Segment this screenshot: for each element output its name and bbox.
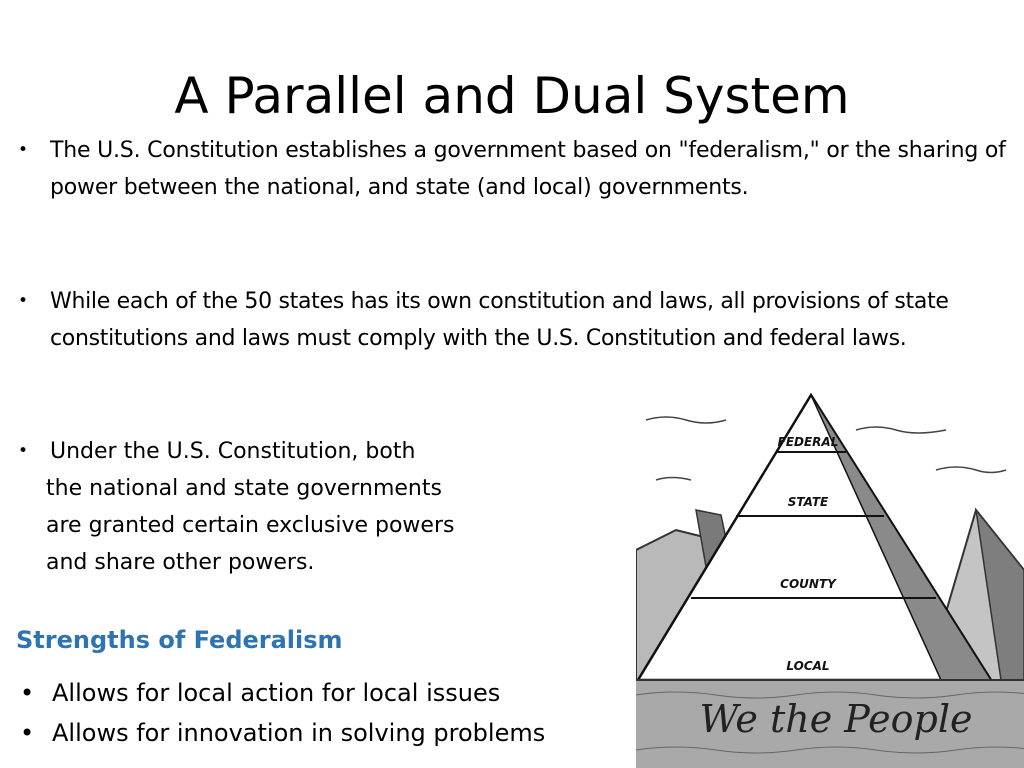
bullet-continuation-line: the national and state governments <box>46 476 442 501</box>
bullet-marker: • <box>18 441 29 461</box>
federalism-pyramid-cartoon: FEDERAL STATE COUNTY LOCAL We the People <box>636 390 1024 768</box>
strength-item: • Allows for innovation in solving proble… <box>20 713 545 753</box>
we-the-people-lettering: We the People <box>699 697 972 741</box>
pyramid-tier-lines <box>691 451 936 599</box>
bullet-marker: • <box>20 719 35 747</box>
bullet-text: While each of the 50 states has its own … <box>50 289 949 351</box>
bullet-marker: • <box>18 140 28 160</box>
bullet-marker: • <box>20 679 35 707</box>
strengths-heading: Strengths of Federalism <box>16 626 343 654</box>
level-label-local: LOCAL <box>786 659 829 673</box>
bullet-text: Under the U.S. Constitution, both <box>50 439 416 464</box>
level-label-state: STATE <box>788 495 829 509</box>
bullet-federalism: • The U.S. Constitution establishes a go… <box>18 132 1008 206</box>
strength-item: • Allows for local action for local issue… <box>20 673 500 713</box>
bullet-state-constitutions: • While each of the 50 states has its ow… <box>18 283 1018 357</box>
right-pyramid-shadow <box>974 507 1024 681</box>
cartoon-sky-lines <box>645 416 1007 481</box>
level-label-federal: FEDERAL <box>778 435 839 449</box>
bullet-continuation-line: are granted certain exclusive powers <box>46 513 455 538</box>
bullet-continuation-line: and share other powers. <box>46 550 315 575</box>
level-label-county: COUNTY <box>780 577 837 591</box>
bullet-marker: • <box>18 291 28 311</box>
strength-text: Allows for local action for local issues <box>52 679 501 707</box>
bullet-powers: • Under the U.S. Constitution, both the … <box>18 433 538 581</box>
foundation-texture <box>636 691 1024 754</box>
bullet-text: The U.S. Constitution establishes a gove… <box>50 138 1006 200</box>
slide-title: A Parallel and Dual System <box>174 67 850 125</box>
strength-text: Allows for innovation in solving problem… <box>52 719 546 747</box>
